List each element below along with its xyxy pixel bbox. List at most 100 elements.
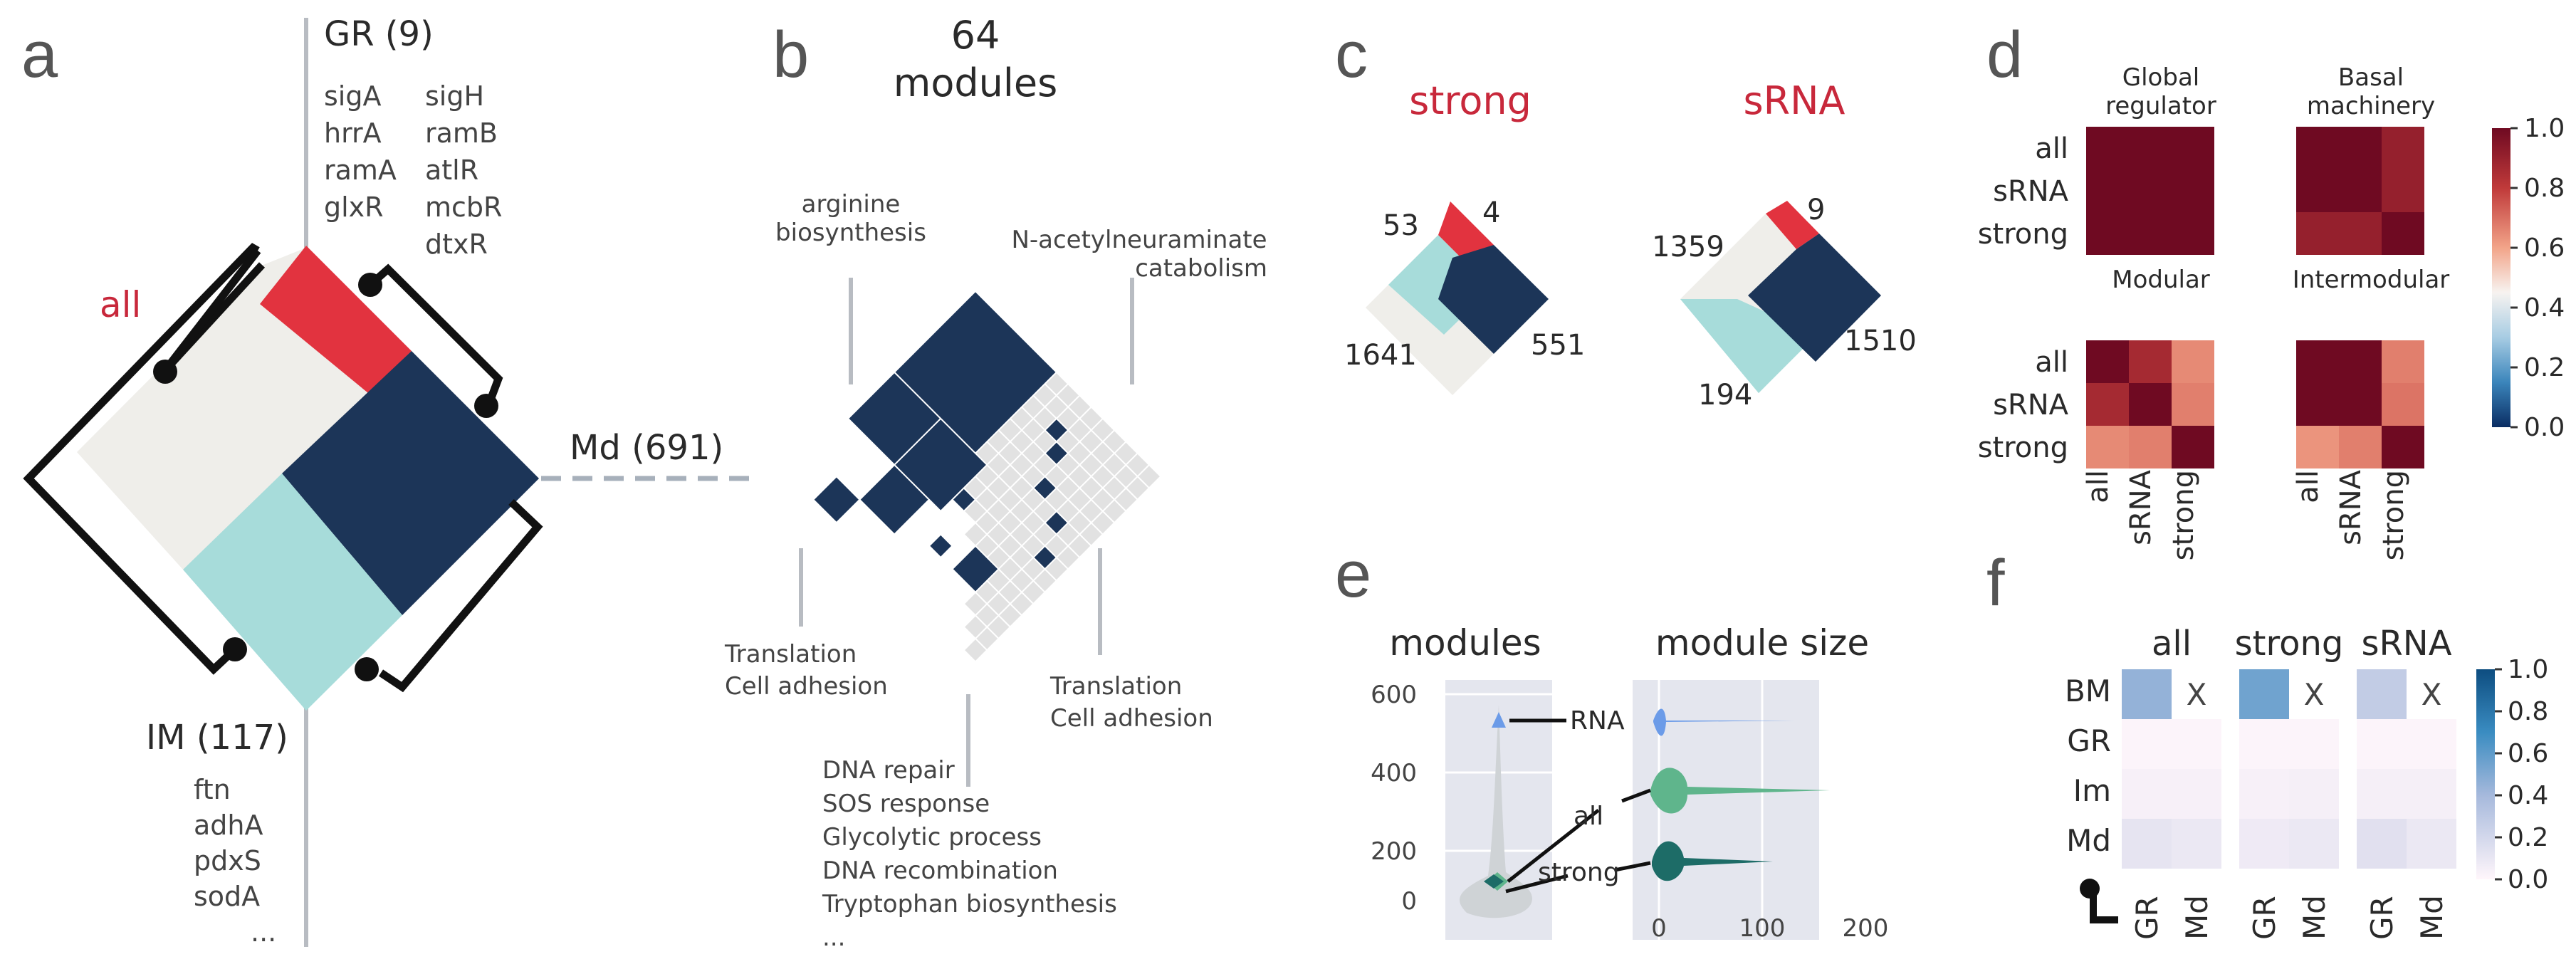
- d-title: Intermodular: [2293, 266, 2450, 294]
- gr-gene: sigH: [425, 80, 484, 112]
- module-cell: [976, 466, 998, 488]
- d-heat-cell: [2172, 383, 2214, 426]
- module-cell: [1069, 535, 1091, 557]
- f-row-label: BM: [2065, 674, 2111, 708]
- d-heat-cell: [2086, 426, 2129, 468]
- d-heat-cell: [2086, 383, 2129, 426]
- module-cell: [1080, 454, 1102, 476]
- f-cbar-tick-label: 0.8: [2508, 697, 2548, 726]
- panel-label-d: d: [1986, 19, 2023, 91]
- module-cell: [1022, 512, 1044, 534]
- bracket-dot: [223, 637, 247, 661]
- module-cell: [988, 431, 1010, 453]
- f-heat-cell: [2407, 769, 2456, 819]
- c-srna-gr: 9: [1807, 194, 1825, 226]
- module-cell: [1080, 431, 1102, 453]
- module-cell: [999, 419, 1021, 441]
- module-cell: [1022, 535, 1044, 557]
- im-gene: sodA: [194, 881, 260, 912]
- d-heat-cell: [2172, 127, 2214, 169]
- module-cell: [999, 442, 1021, 464]
- im-gene: pdxS: [194, 845, 261, 876]
- f-heat-cell: [2239, 769, 2289, 819]
- d-heat-cell: [2172, 169, 2214, 212]
- module-cell: [1104, 501, 1126, 522]
- im-gene: adhA: [194, 810, 263, 841]
- d-heat-cell: [2382, 383, 2424, 426]
- module-cell: [1045, 535, 1067, 557]
- module-cell: [1045, 466, 1067, 488]
- module-cell: [999, 535, 1021, 557]
- module-cell: [1045, 488, 1067, 510]
- module-matrix: [814, 292, 1160, 661]
- d-heat-cell: [2129, 426, 2172, 468]
- d-heat-cell: [2172, 212, 2214, 255]
- module-block: [930, 535, 952, 557]
- module-cell: [988, 454, 1010, 476]
- module-block: [953, 488, 975, 510]
- annotation-dna: DNA recombination: [822, 857, 1058, 885]
- module-cell: [965, 523, 986, 545]
- quadrant-md: [282, 351, 539, 615]
- d-colorbar-ticks: 1.00.80.60.40.20.0: [2510, 114, 2565, 442]
- im-genes: ftn adhA pdxS sodA ...: [194, 774, 276, 948]
- e-x-tick: 0: [1651, 914, 1667, 943]
- d-heat-cell: [2129, 340, 2172, 383]
- f-colorbar: [2476, 669, 2495, 879]
- quadrant-gr: [260, 246, 412, 393]
- d-heat-cell: [2129, 212, 2172, 255]
- module-cell: [1092, 442, 1114, 464]
- module-cell: [1034, 501, 1056, 522]
- strong-diamond: [1366, 201, 1549, 395]
- d-col-label: all: [2292, 470, 2325, 503]
- module-cell: [988, 501, 1010, 522]
- module-cell: [1011, 523, 1032, 545]
- d-heat-cell: [2172, 426, 2214, 468]
- module-block: [1034, 477, 1056, 499]
- module-cell: [1034, 454, 1056, 476]
- module-block: [895, 292, 1056, 453]
- gr-gene: sigA: [324, 80, 381, 112]
- d-title: regulator: [2105, 92, 2216, 120]
- module-cell: [1126, 477, 1148, 499]
- module-block: [1045, 442, 1067, 464]
- quadrant-md: [1438, 245, 1549, 354]
- f-col-labels: GR Md GR Md GR Md: [2130, 895, 2449, 940]
- panel-label-b: b: [773, 19, 809, 91]
- f-heat-cell: [2357, 819, 2407, 869]
- f-col-label: Md: [2414, 895, 2449, 940]
- d-cbar-tick-label: 0.8: [2524, 174, 2565, 203]
- e-label-strong: strong: [1538, 858, 1620, 887]
- f-heat-cell: [2357, 719, 2407, 769]
- quadrant-gr: [1438, 201, 1494, 263]
- d-cbar-tick-label: 1.0: [2524, 114, 2565, 143]
- module-cell: [1011, 547, 1032, 568]
- d-heat-cell: [2339, 383, 2382, 426]
- im-gene: ...: [251, 916, 276, 948]
- d-col-label: sRNA: [2335, 469, 2367, 545]
- f-col-label: GR: [2247, 896, 2282, 940]
- panel-a: a all GR (9) sigA hrrA ramA glxR sigH: [21, 14, 751, 948]
- b-title-modules: modules: [894, 61, 1058, 105]
- c-srna-im: 194: [1698, 379, 1752, 412]
- module-blocks: [814, 292, 1067, 592]
- f-cross: X: [2421, 677, 2442, 712]
- e-connector: [1505, 874, 1569, 894]
- d-col-label: all: [2082, 470, 2115, 503]
- bracket-dot: [355, 657, 379, 681]
- panel-d: d Global regulator Basal machinery Modul…: [1978, 19, 2565, 560]
- module-cell: [1080, 477, 1102, 499]
- module-cell: [988, 570, 1010, 592]
- f-cbar-tick-label: 0.2: [2508, 823, 2548, 852]
- e-x-tick: 200: [1843, 914, 1889, 943]
- annotation-dna: ...: [822, 923, 845, 952]
- im-gene: ftn: [194, 774, 231, 805]
- annotation-trans-right: Translation: [1049, 672, 1182, 701]
- module-cell: [976, 628, 998, 649]
- c-srna-title: sRNA: [1744, 78, 1845, 123]
- annotation-dna: Tryptophan biosynthesis: [822, 890, 1117, 918]
- annotation-nacetyl: catabolism: [1135, 254, 1267, 283]
- module-cell: [1011, 570, 1032, 592]
- module-cell: [1092, 512, 1114, 534]
- module-cell: [1034, 384, 1056, 407]
